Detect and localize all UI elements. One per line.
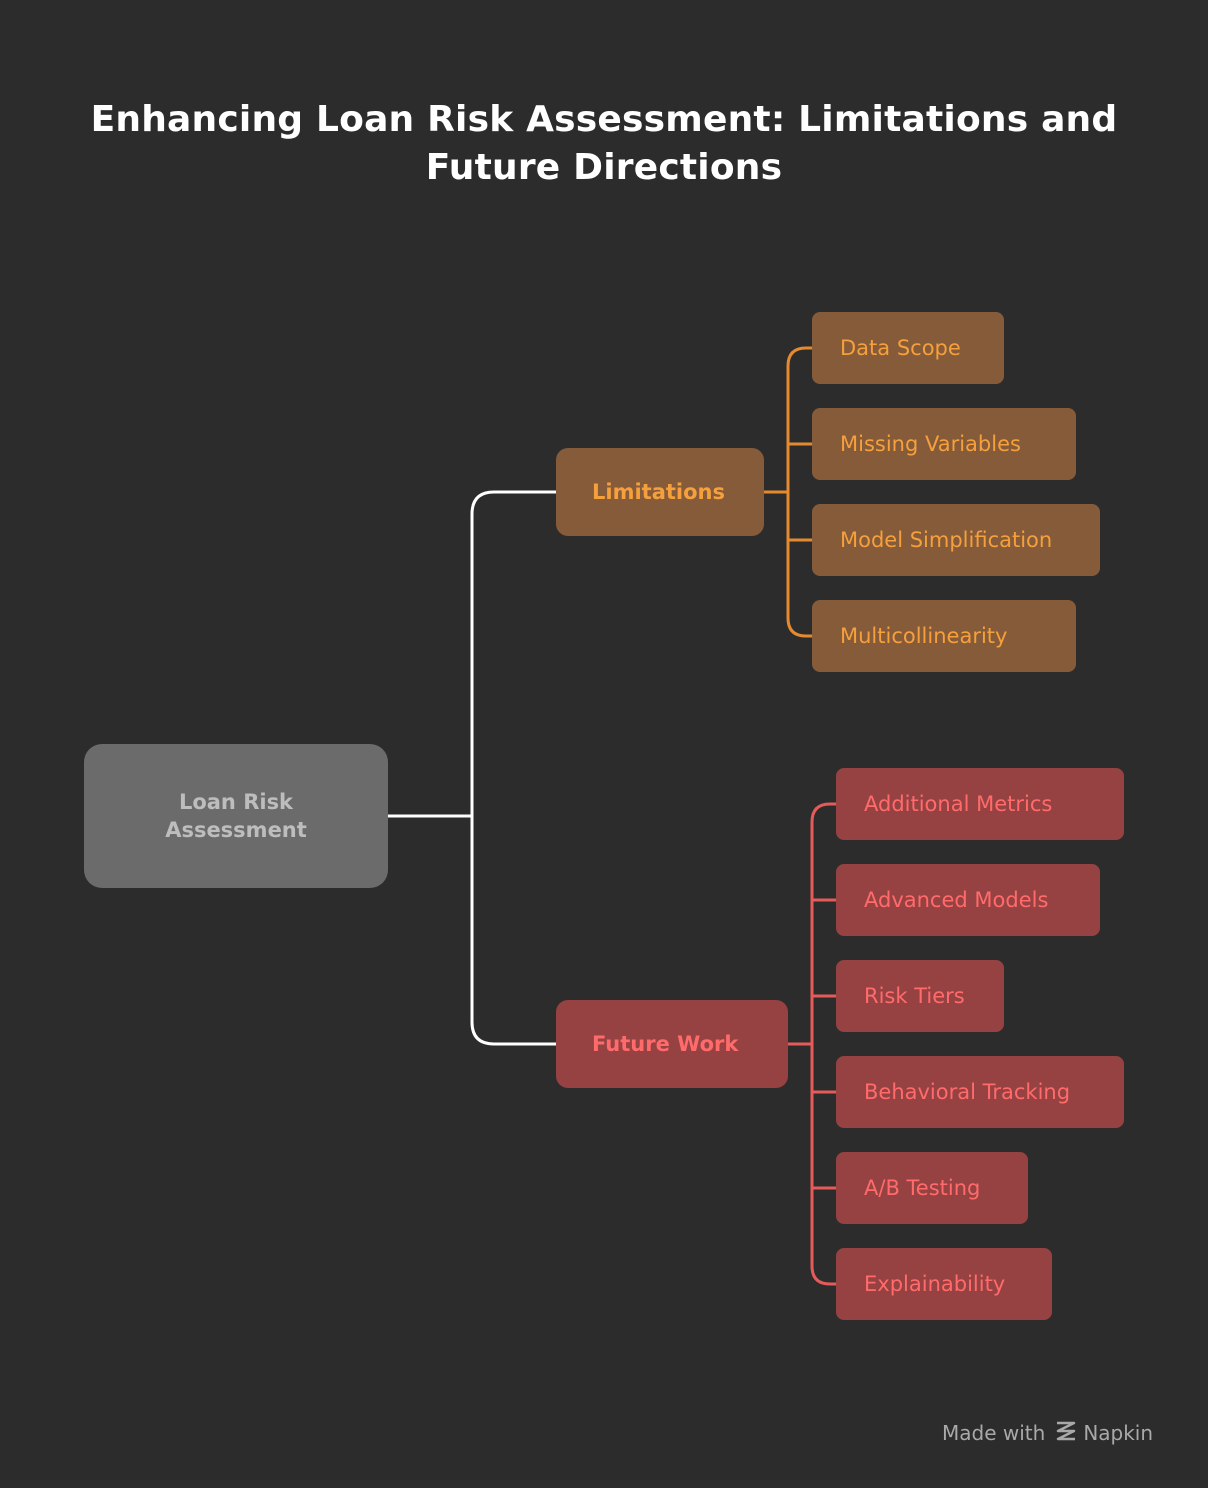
leaf-node-ab-testing: A/B Testing [836,1152,1028,1224]
leaf-node-advanced-models: Advanced Models [836,864,1100,936]
leaf-node-explainability: Explainability [836,1248,1052,1320]
napkin-logo-icon [1055,1420,1077,1447]
connector-root-branches [374,490,570,1046]
leaf-label: Risk Tiers [864,984,965,1008]
leaf-node-missing-variables: Missing Variables [812,408,1076,480]
made-with-text: Made with [942,1421,1046,1445]
leaf-label: Multicollinearity [840,624,1008,648]
leaf-node-additional-metrics: Additional Metrics [836,768,1124,840]
leaf-label: A/B Testing [864,1176,981,1200]
leaf-label: Behavioral Tracking [864,1080,1071,1104]
leaf-label: Data Scope [840,336,961,360]
branch-node-future-work: Future Work [556,1000,788,1088]
connector-limitations [750,346,826,638]
leaf-node-data-scope: Data Scope [812,312,1004,384]
root-label: Loan Risk Assessment [165,790,307,842]
leaf-label: Missing Variables [840,432,1021,456]
leaf-label: Additional Metrics [864,792,1053,816]
branch-label-limitations: Limitations [592,480,725,504]
branch-label-future-work: Future Work [592,1032,739,1056]
leaf-label: Model Simplification [840,528,1053,552]
leaf-node-risk-tiers: Risk Tiers [836,960,1004,1032]
root-node-loan-risk-assessment: Loan Risk Assessment [84,744,388,888]
connector-future-work [774,802,850,1286]
napkin-brand-text: Napkin [1083,1421,1154,1445]
branch-node-limitations: Limitations [556,448,764,536]
leaf-label: Advanced Models [864,888,1049,912]
leaf-node-model-simplification: Model Simplification [812,504,1100,576]
diagram-title: Enhancing Loan Risk Assessment: Limitati… [90,99,1118,188]
leaf-label: Explainability [864,1272,1006,1296]
leaf-node-multicollinearity: Multicollinearity [812,600,1076,672]
made-with-napkin-badge: Made with Napkin [942,1418,1153,1448]
leaf-node-behavioral-tracking: Behavioral Tracking [836,1056,1124,1128]
